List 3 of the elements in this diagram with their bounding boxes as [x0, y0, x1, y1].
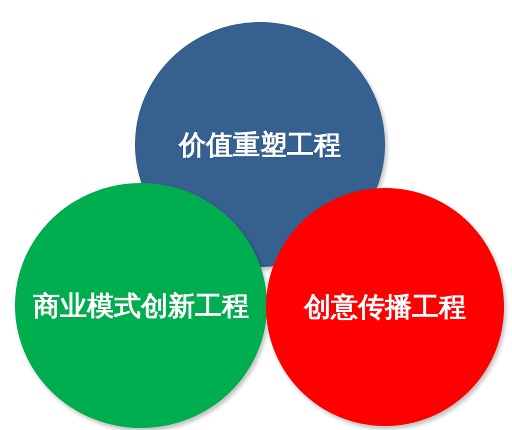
circle-label: 价值重塑工程 — [179, 128, 341, 162]
circle-label: 商业模式创新工程 — [33, 290, 249, 324]
circle-label: 创意传播工程 — [304, 291, 466, 325]
